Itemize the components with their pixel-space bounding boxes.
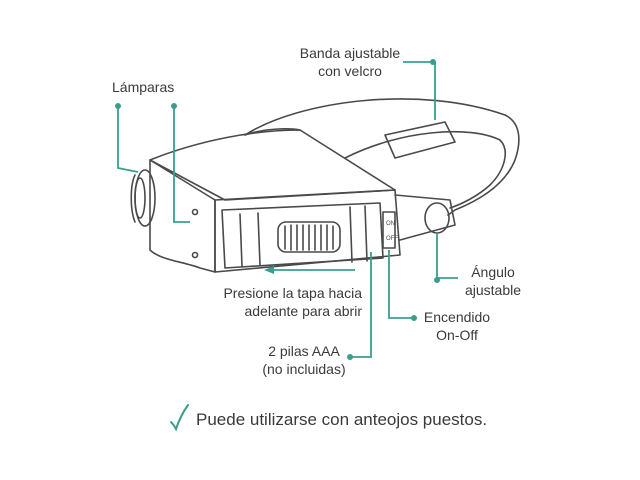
label-presione-line2: adelante para abrir (244, 303, 362, 319)
power-switch (382, 211, 396, 249)
label-pilas: 2 pilas AAA (no incluidas) (254, 342, 354, 378)
label-presione-line1: Presione la tapa hacia (223, 285, 362, 301)
switch-off-text: OFF (386, 236, 398, 242)
battery-cover (221, 202, 384, 269)
housing-top (149, 129, 396, 201)
label-encendido: Encendido On-Off (414, 308, 500, 344)
label-lamparas: Lámparas (112, 79, 175, 95)
hinge-arm (394, 194, 456, 241)
label-banda-line1: Banda ajustable (299, 45, 401, 61)
headband-inner (344, 130, 506, 209)
velcro-strap (384, 121, 456, 159)
switch-on-text: ON (386, 221, 395, 227)
vent-grille (277, 221, 341, 253)
check-icon (170, 404, 189, 432)
arrow-head (264, 266, 274, 274)
leader-pilas (350, 252, 372, 358)
label-banda-line2: con velcro (318, 63, 382, 79)
label-presione: Presione la tapa hacia adelante para abr… (200, 284, 362, 320)
label-encendido-line1: Encendido (423, 309, 491, 325)
leader-lamparas-2 (173, 108, 190, 223)
angle-knob (424, 202, 450, 234)
housing-ridge (244, 128, 301, 136)
leader-encendido (388, 250, 412, 319)
label-pilas-line2: (no incluidas) (262, 361, 346, 377)
label-encendido-line2: On-Off (436, 327, 478, 343)
headband (244, 98, 520, 216)
housing-front (149, 159, 216, 273)
label-banda: Banda ajustable con velcro (290, 44, 410, 80)
label-angulo: Ángulo ajustable (455, 263, 531, 299)
housing-body (214, 189, 401, 273)
label-pilas-line1: 2 pilas AAA (268, 343, 340, 359)
label-angulo-line2: ajustable (464, 282, 522, 298)
leader-lamparas-1 (117, 108, 139, 173)
label-angulo-line1: Ángulo (471, 264, 515, 280)
footer-note: Puede utilizarse con anteojos puestos. (196, 410, 488, 429)
